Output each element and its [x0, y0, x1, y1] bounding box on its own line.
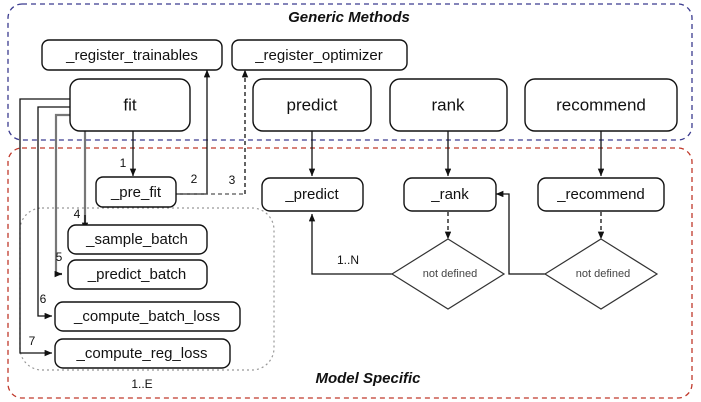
- node-predict[interactable]: [252, 78, 372, 132]
- node-sample-batch-label: _sample_batch: [85, 231, 188, 248]
- edge-fit-to-compute-batch-loss: [37, 106, 90, 320]
- node-recommend-label: recommend: [556, 95, 646, 114]
- node-predict-label: predict: [286, 95, 337, 114]
- node-register-trainables[interactable]: [41, 39, 223, 71]
- node-predict-impl[interactable]: [261, 177, 364, 212]
- generic-methods-container: [7, 3, 693, 141]
- node-compute-reg-loss-label: _compute_reg_loss: [76, 345, 208, 362]
- decision-rank-not-defined-label: not defined: [423, 268, 477, 280]
- node-register-optimizer[interactable]: [231, 39, 408, 71]
- node-fit[interactable]: [69, 78, 191, 132]
- edge-label-5: 5: [56, 250, 63, 264]
- node-rank-label: rank: [431, 95, 465, 114]
- node-recommend-impl[interactable]: [537, 177, 665, 212]
- node-predict-batch[interactable]: [67, 259, 208, 290]
- node-rank-impl[interactable]: [403, 177, 497, 212]
- node-compute-batch-loss[interactable]: [54, 301, 241, 332]
- multiplicity-label-1-n: 1..N: [337, 253, 359, 267]
- edge-label-2: 2: [191, 172, 198, 186]
- node-compute-reg-loss[interactable]: [54, 338, 231, 369]
- node-recommend[interactable]: [524, 78, 678, 132]
- edge-label-7: 7: [29, 334, 36, 348]
- training-loop-container: [19, 207, 275, 371]
- generic-methods-title: Generic Methods: [288, 9, 410, 26]
- edge-label-6: 6: [40, 292, 47, 306]
- model-specific-container: [7, 147, 693, 399]
- node-compute-batch-loss-label: _compute_batch_loss: [73, 308, 220, 325]
- node-rank[interactable]: [389, 78, 508, 132]
- edge-recommend-decision-to-rank-impl: [495, 190, 557, 275]
- decision-recommend-not-defined[interactable]: [543, 238, 659, 310]
- edge-fit-to-compute-reg-loss: [19, 98, 90, 357]
- node-predict-impl-label: _predict: [284, 186, 339, 203]
- node-rank-impl-label: _rank: [430, 186, 469, 203]
- node-register-optimizer-label: _register_optimizer: [254, 47, 383, 64]
- edge-label-1: 1: [120, 156, 127, 170]
- decision-rank-not-defined[interactable]: [390, 238, 506, 310]
- node-sample-batch[interactable]: [67, 224, 208, 255]
- node-fit-label: fit: [123, 95, 137, 114]
- edge-label-4: 4: [74, 207, 81, 221]
- loop-label-1-e: 1..E: [131, 377, 152, 391]
- edge-rank-decision-to-predict-impl: [308, 213, 404, 275]
- node-recommend-impl-label: _recommend: [556, 186, 645, 203]
- edge-label-3: 3: [229, 173, 236, 187]
- model-specific-title: Model Specific: [315, 370, 421, 387]
- node-register-trainables-label: _register_trainables: [65, 47, 198, 64]
- node-pre-fit-label: _pre_fit: [110, 184, 162, 201]
- node-pre-fit[interactable]: [95, 176, 177, 208]
- node-predict-batch-label: _predict_batch: [87, 266, 186, 283]
- decision-recommend-not-defined-label: not defined: [576, 268, 630, 280]
